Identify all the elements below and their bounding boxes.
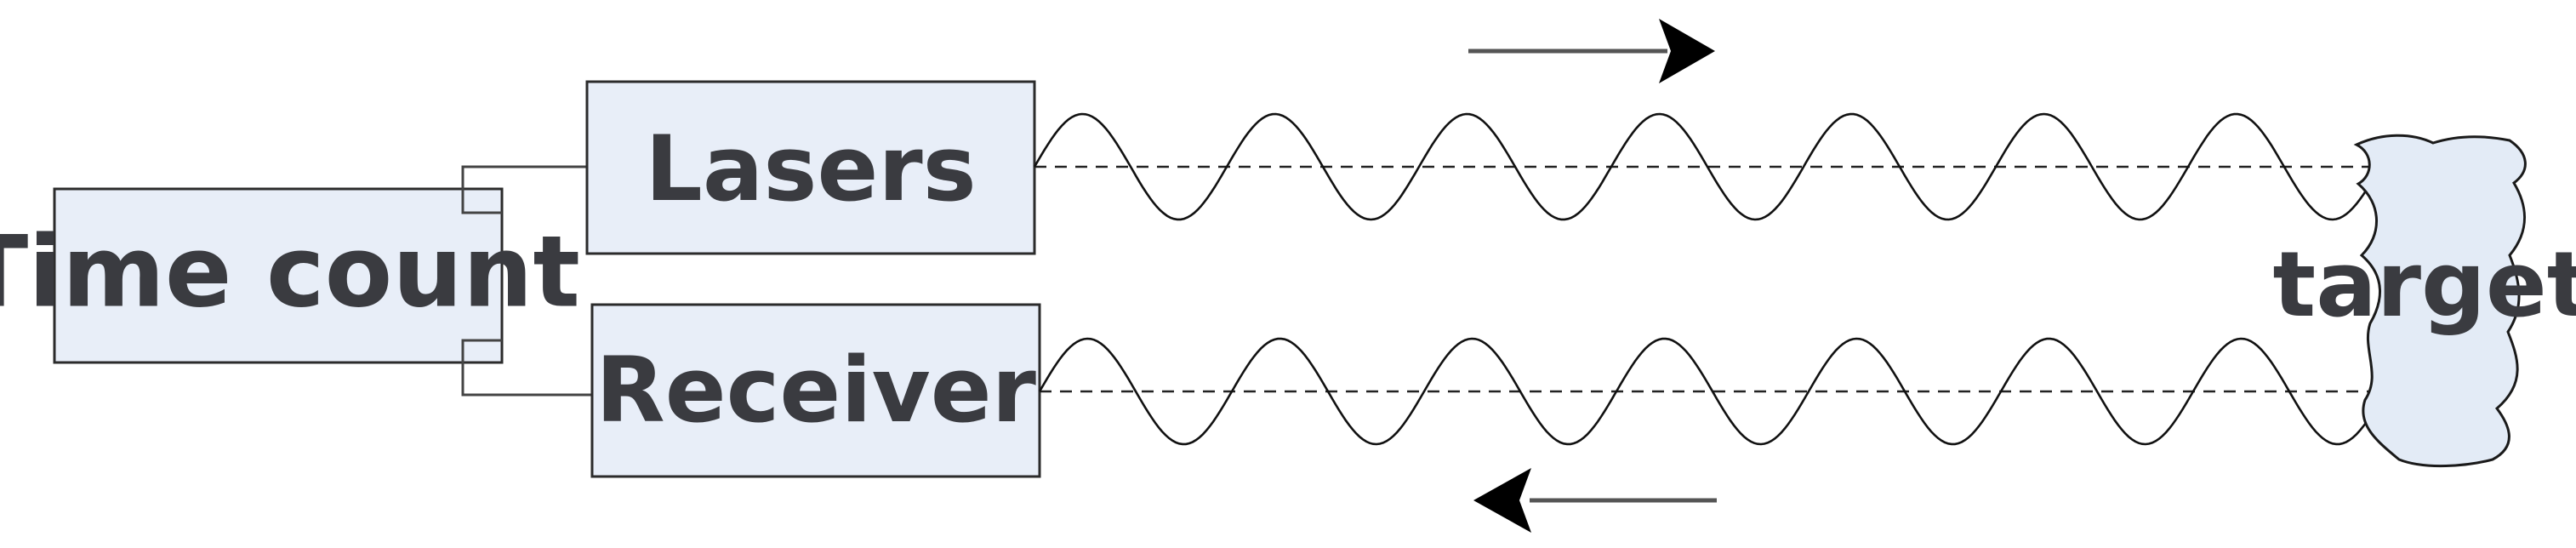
target-shape — [2353, 134, 2527, 468]
returning-arrow — [1473, 468, 1717, 533]
outgoing-beam — [1033, 112, 2375, 221]
outgoing-wave — [1033, 112, 2375, 221]
receiver-block: Receiver — [590, 303, 1041, 478]
wire-to-lasers — [461, 165, 587, 214]
time-count-label: Time count — [0, 215, 580, 330]
lasers-block: Lasers — [585, 80, 1036, 255]
connector-wires — [461, 165, 592, 397]
returning-beam — [1038, 337, 2375, 446]
time-count-box — [53, 187, 504, 364]
target-block: target — [2273, 134, 2576, 468]
outgoing-arrow — [1468, 19, 1715, 83]
target-label: target — [2273, 232, 2576, 337]
receiver-box — [590, 303, 1041, 478]
wire-to-receiver — [461, 339, 592, 397]
left-arrow-icon — [1473, 468, 1531, 533]
lasers-label: Lasers — [645, 117, 976, 221]
returning-wave — [1038, 337, 2375, 446]
right-arrow-icon — [1659, 19, 1715, 83]
lasers-box — [585, 80, 1036, 255]
receiver-label: Receiver — [596, 338, 1036, 442]
time-count-block: Time count — [0, 187, 580, 364]
